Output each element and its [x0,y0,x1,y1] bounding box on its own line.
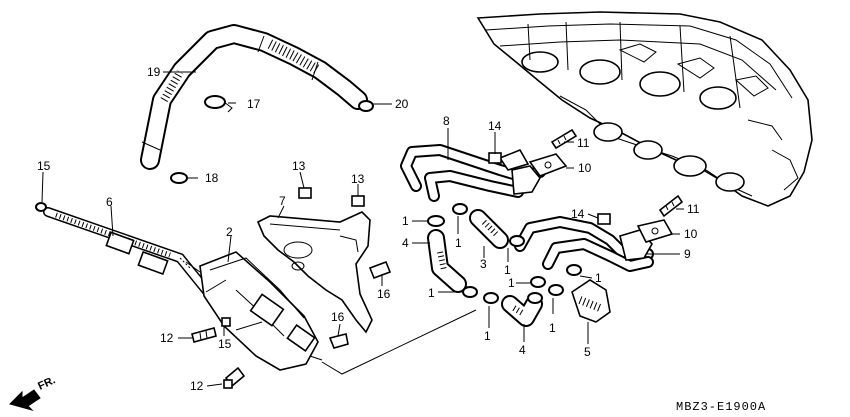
nut-13-left [298,187,312,199]
callout-18: 18 [205,171,219,185]
callout-12-lower: 12 [190,379,204,393]
bolt-15-bottom [221,317,231,327]
clip-18 [170,172,188,184]
callout-1-d: 1 [428,286,435,300]
cylinder-head [476,11,813,207]
clip-17 [204,95,233,113]
callout-12-upper: 12 [160,331,174,345]
callout-20: 20 [395,97,409,111]
callout-1-e: 1 [508,276,515,290]
callout-13-right: 13 [351,172,365,186]
hose-4-left [427,229,467,293]
callout-1-f: 1 [595,271,602,285]
tube-6 [43,207,219,305]
callout-16-lower: 16 [331,310,345,324]
callout-16-upper: 16 [377,287,391,301]
front-direction-label: FR. [36,374,57,392]
clamps-1 [427,203,582,304]
gasket-10-upper [528,153,568,177]
callout-5: 5 [584,345,591,359]
callout-9: 9 [684,247,691,261]
callout-1-c: 1 [504,263,511,277]
callout-11-upper: 11 [577,136,590,150]
callout-17: 17 [247,97,261,111]
cap-5 [571,279,611,323]
callout-2: 2 [226,225,233,239]
callout-6: 6 [106,195,113,209]
callout-3: 3 [480,257,487,271]
nut-14-lower [597,213,611,225]
bolt-16-lower [328,333,349,349]
clip-20 [358,100,374,112]
callout-15-top: 15 [37,159,51,173]
clip-15-top [35,202,47,212]
callout-15-bottom: 15 [218,337,232,351]
callout-labels: 19 17 20 18 15 6 2 7 13 13 16 16 12 15 1… [37,65,700,393]
callout-1-h: 1 [549,321,556,335]
leader-lines [41,71,684,387]
callout-1-a: 1 [402,214,409,228]
bolt-16-upper [368,260,392,280]
pipe-8 [400,144,546,202]
callout-1-g: 1 [484,329,491,343]
pipe-9 [514,216,654,272]
callout-14-upper: 14 [488,119,502,133]
air-injection-valve-2 [179,251,323,371]
nut-13-right [351,195,365,207]
callout-1-b: 1 [455,236,462,250]
callout-19: 19 [147,65,161,79]
hose-19 [140,24,368,170]
diagram-code: MBZ3-E1900A [676,400,766,414]
hose-3 [469,209,509,249]
callout-10-upper: 10 [578,161,592,175]
stud-11-upper [550,128,578,150]
callout-8: 8 [443,114,450,128]
callout-7: 7 [279,194,286,208]
callout-14-lower: 14 [571,207,585,221]
bolt-12-lower [223,366,246,389]
nut-14-upper [488,152,502,164]
callout-11-lower: 11 [687,202,700,216]
callout-4-right: 4 [519,343,526,357]
hose-4-right [501,295,543,327]
stud-11-lower [658,194,684,218]
callout-13-left: 13 [292,159,306,173]
callout-4-left: 4 [402,236,409,250]
callout-10-lower: 10 [684,227,698,241]
bracket-7 [256,211,373,334]
front-direction-arrow: FR. [9,374,57,411]
bolt-12-upper [191,327,217,343]
